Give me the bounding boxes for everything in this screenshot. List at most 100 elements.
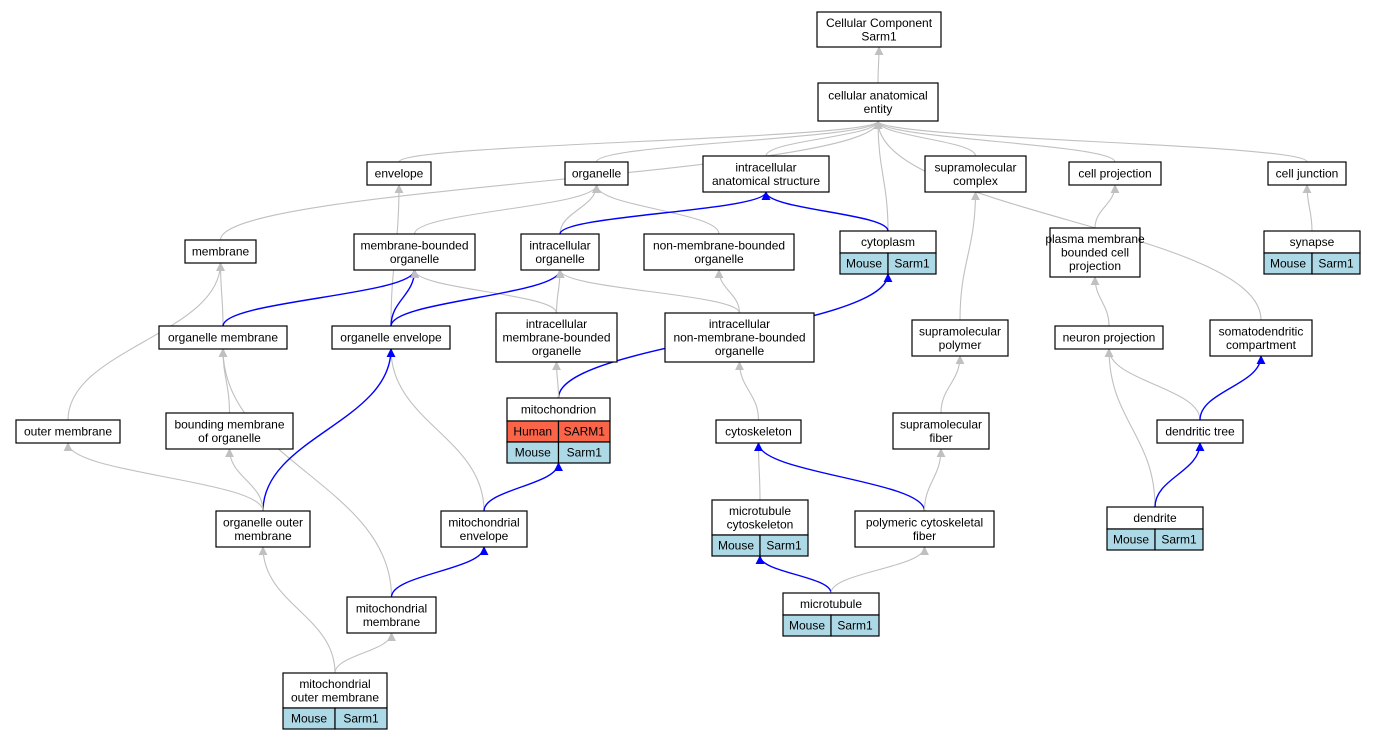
node-label-line: outer membrane bbox=[24, 425, 112, 439]
node-label-line: membrane-bounded bbox=[502, 331, 610, 345]
gene-cell bbox=[334, 707, 388, 730]
node-label-line: mitochondrial bbox=[448, 515, 519, 529]
node-dendtree[interactable]: dendritic tree bbox=[1156, 419, 1244, 444]
edge-cytoplasm-to-cae-grey bbox=[873, 120, 889, 232]
node-label-line: organelle envelope bbox=[340, 331, 442, 345]
gene-label: Sarm1 bbox=[1318, 257, 1354, 271]
species-label: Mouse bbox=[515, 446, 551, 460]
node-cytoskel[interactable]: cytoskeleton bbox=[715, 419, 802, 444]
edge-mito-to-imbo-grey bbox=[552, 361, 562, 399]
node-cellproj[interactable]: cell projection bbox=[1068, 161, 1162, 186]
species-label: Mouse bbox=[291, 712, 327, 726]
node-label-line: supramolecular bbox=[900, 417, 982, 431]
node-box bbox=[158, 325, 288, 350]
edge-nmbo-to-organelle-grey bbox=[592, 184, 720, 235]
node-neuproj[interactable]: neuron projection bbox=[1054, 325, 1164, 350]
edge-mom-to-orgoutmem-grey bbox=[258, 546, 336, 674]
edge-dendtree-to-somato-blue bbox=[1199, 355, 1266, 421]
node-box bbox=[184, 239, 257, 264]
node-box bbox=[1267, 161, 1347, 186]
edge-neuproj-to-pmbcp-grey bbox=[1090, 276, 1110, 327]
node-envelope[interactable]: envelope bbox=[366, 161, 432, 186]
node-label-line: polymeric cytoskeletal bbox=[866, 515, 983, 529]
node-box bbox=[520, 233, 600, 271]
node-label-line: complex bbox=[953, 174, 998, 188]
node-label-line: mitochondrial bbox=[299, 677, 370, 691]
node-box bbox=[817, 82, 939, 122]
node-label-line: microtubule bbox=[800, 597, 862, 611]
edge-envelope-to-cae-grey bbox=[398, 120, 883, 163]
node-inmbo[interactable]: intracellularnon-membrane-boundedorganel… bbox=[664, 312, 815, 363]
node-box bbox=[1049, 227, 1141, 278]
species-label: Mouse bbox=[789, 619, 825, 633]
node-box bbox=[1156, 419, 1244, 444]
node-label-line: somatodendritic bbox=[1219, 324, 1304, 338]
gene-label: Sarm1 bbox=[837, 619, 873, 633]
edge-cytoplasm-to-ias-blue bbox=[761, 191, 889, 232]
edge-orgoutmem-to-outermem-grey bbox=[63, 442, 264, 512]
node-label-line: organelle bbox=[694, 252, 744, 266]
gene-label: Sarm1 bbox=[766, 539, 802, 553]
node-orgmem[interactable]: organelle membrane bbox=[158, 325, 288, 350]
edge-pcf-to-cytoskel-blue bbox=[754, 442, 926, 512]
edge-mitoenv-to-orgenv-grey bbox=[386, 348, 485, 512]
node-label-line: membrane bbox=[234, 529, 292, 543]
node-outermem[interactable]: outer membrane bbox=[15, 419, 121, 444]
node-box bbox=[366, 161, 432, 186]
node-box bbox=[702, 155, 830, 193]
gene-label: Sarm1 bbox=[343, 712, 379, 726]
node-orgenv[interactable]: organelle envelope bbox=[331, 325, 451, 350]
node-label-line: fiber bbox=[913, 529, 936, 543]
node-box bbox=[1209, 319, 1313, 357]
node-label-line: organelle bbox=[390, 252, 440, 266]
node-box bbox=[165, 412, 294, 450]
node-box bbox=[854, 510, 995, 548]
edge-orgoutmem-to-boundmem-grey bbox=[225, 448, 264, 512]
edge-dendtree-to-neuproj-grey bbox=[1104, 348, 1201, 421]
edge-mbo-to-organelle-grey bbox=[413, 184, 601, 235]
node-box bbox=[564, 161, 629, 186]
node-label-line: microtubule bbox=[729, 504, 791, 518]
edge-cytoskel-to-inmbo-grey bbox=[735, 361, 760, 421]
edge-inmbo-to-nmbo-grey bbox=[714, 269, 741, 314]
node-label-line: bounded cell bbox=[1061, 246, 1129, 260]
node-box bbox=[664, 312, 815, 363]
node-celljunc[interactable]: cell junction bbox=[1267, 161, 1347, 186]
node-label-line: intracellular bbox=[709, 317, 770, 331]
node-box bbox=[331, 325, 451, 350]
edge-dendrite-to-neuproj-grey bbox=[1104, 348, 1156, 508]
edge-outermem-to-membrane-grey bbox=[67, 262, 225, 421]
node-box bbox=[346, 596, 437, 634]
node-box bbox=[911, 319, 1009, 357]
node-label-line: supramolecular bbox=[934, 160, 1016, 174]
node-organelle[interactable]: organelle bbox=[564, 161, 629, 186]
node-label-line: fiber bbox=[929, 431, 952, 445]
edge-imbo-to-io-grey bbox=[555, 269, 565, 314]
node-box bbox=[892, 412, 990, 450]
node-membrane[interactable]: membrane bbox=[184, 239, 257, 264]
